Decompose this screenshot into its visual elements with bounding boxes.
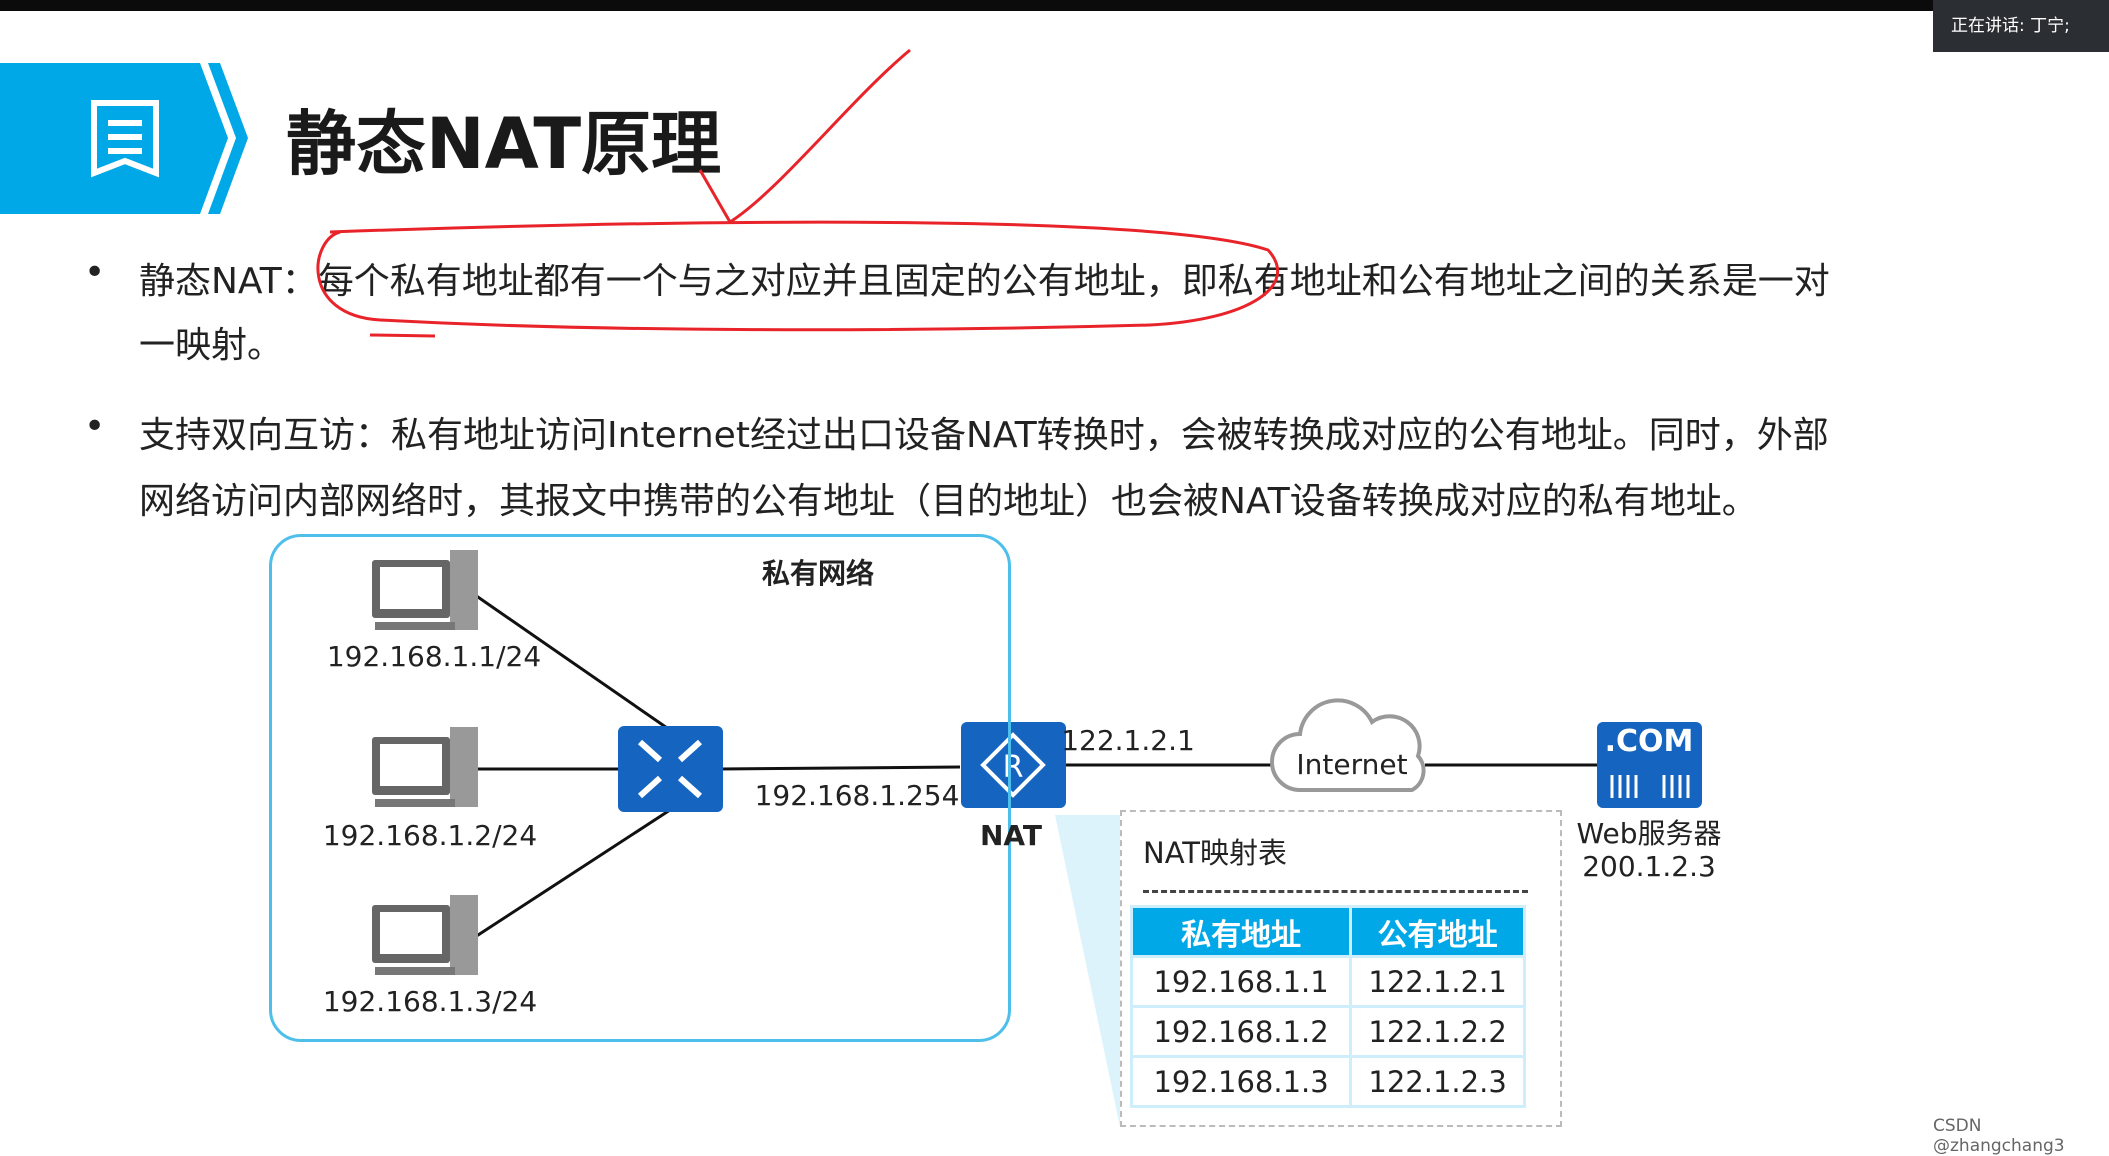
bullet-1-line-2: 一映射。 bbox=[139, 325, 284, 366]
divider bbox=[1143, 890, 1528, 893]
host-ip-label: 192.168.1.3/24 bbox=[322, 985, 538, 1018]
server-ip: 200.1.2.3 bbox=[1582, 850, 1716, 883]
pc-icon bbox=[372, 727, 478, 807]
watermark: CSDN @zhangchang3 bbox=[1933, 1116, 2065, 1156]
section-banner bbox=[0, 63, 248, 214]
nat-table-panel bbox=[1120, 810, 1562, 1127]
nat-label: NAT bbox=[979, 819, 1043, 852]
router-letter: R bbox=[1003, 750, 1024, 785]
private-ip-cell: 192.168.1.1 bbox=[1129, 955, 1353, 1008]
bullet-icon: • bbox=[84, 252, 106, 293]
public-ip-cell: 122.1.2.2 bbox=[1349, 1005, 1526, 1058]
private-ip-cell: 192.168.1.3 bbox=[1129, 1055, 1353, 1108]
annotation-ellipse bbox=[316, 220, 1280, 332]
server-name: Web服务器 bbox=[1576, 817, 1722, 850]
router-icon: R bbox=[961, 722, 1066, 808]
document-icon bbox=[91, 100, 159, 178]
private-network-box bbox=[269, 534, 1011, 1042]
public-ip-cell: 122.1.2.1 bbox=[1349, 955, 1526, 1008]
bullet-2-line-2: 网络访问内部网络时，其报文中携带的公有地址（目的地址）也会被NAT设备转换成对应… bbox=[139, 481, 1758, 522]
nat-outside-ip: 122.1.2.1 bbox=[1061, 724, 1195, 757]
web-server-icon bbox=[1597, 722, 1702, 808]
callout-beam bbox=[1055, 815, 1120, 1127]
cloud-icon bbox=[1270, 698, 1426, 792]
private-network-label: 私有网络 bbox=[762, 557, 875, 590]
host-ip-label: 192.168.1.1/24 bbox=[326, 640, 542, 673]
public-ip-cell: 122.1.2.3 bbox=[1349, 1055, 1526, 1108]
server-badge: .COM bbox=[1604, 724, 1694, 759]
switch-icon bbox=[618, 726, 723, 812]
nat-table-title: NAT映射表 bbox=[1143, 836, 1287, 870]
host-ip-label: 192.168.1.2/24 bbox=[322, 819, 538, 852]
column-header: 私有地址 bbox=[1129, 905, 1353, 958]
speaker-indicator: 正在讲话: 丁宁; bbox=[1933, 0, 2109, 52]
pc-icon bbox=[372, 895, 478, 975]
bullet-1-line-1: 静态NAT：每个私有地址都有一个与之对应并且固定的公有地址，即私有地址和公有地址… bbox=[139, 261, 1830, 302]
top-bar bbox=[0, 0, 2109, 11]
column-header: 公有地址 bbox=[1349, 905, 1526, 958]
bullet-2-line-1: 支持双向互访：私有地址访问Internet经过出口设备NAT转换时，会被转换成对… bbox=[139, 415, 1829, 456]
pc-icon bbox=[372, 550, 478, 630]
annotation-underline bbox=[369, 333, 436, 338]
private-ip-cell: 192.168.1.2 bbox=[1129, 1005, 1353, 1058]
bullet-icon: • bbox=[84, 406, 106, 447]
internet-label: Internet bbox=[1296, 748, 1408, 781]
annotation-checkmark bbox=[698, 48, 911, 225]
page-title: 静态NAT原理 bbox=[286, 103, 722, 185]
nat-inside-ip: 192.168.1.254 bbox=[754, 779, 960, 812]
